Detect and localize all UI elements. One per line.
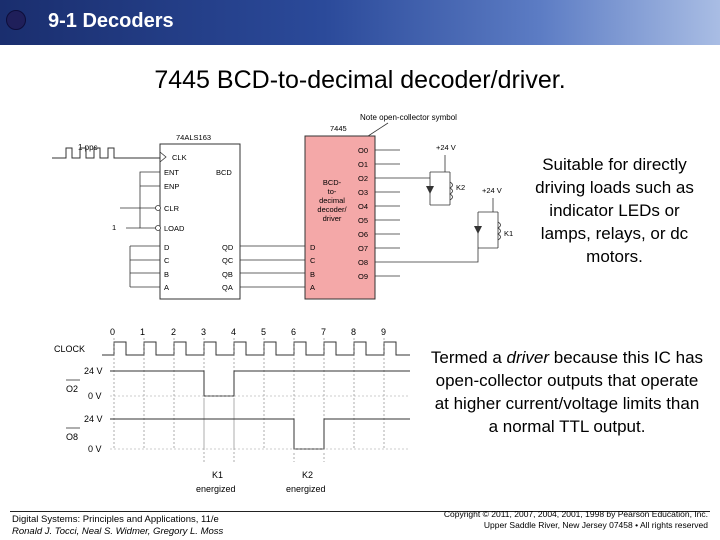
decoder-text-line: driver (323, 214, 342, 223)
counter-pin-qd: QD (222, 243, 234, 252)
counter-pin-qb: QB (222, 270, 233, 279)
note-driver-rest: because this IC has open-collector outpu… (434, 348, 704, 436)
decoder-output-label: O8 (358, 258, 368, 267)
o2-low-label: 0 V (88, 391, 102, 401)
timing-diagram: CLOCK 0 1 2 3 4 5 6 7 8 9 O2 24 V 0 V O8 (54, 327, 410, 494)
decoder-output-label: O9 (358, 272, 368, 281)
decoder-output-label: O3 (358, 188, 368, 197)
counter-pin-qa: QA (222, 283, 233, 292)
slide-title: 7445 BCD-to-decimal decoder/driver. (154, 66, 566, 94)
counter-pin-ent: ENT (164, 168, 179, 177)
decoder-output-label: O7 (358, 244, 368, 253)
footer-copyright-line2: Upper Saddle River, New Jersey 07458 • A… (483, 520, 708, 530)
decoder-text-line: decimal (319, 196, 345, 205)
o2-label: O2 (66, 384, 78, 394)
k2-energized-sub: energized (286, 484, 326, 494)
tick-label: 1 (140, 327, 145, 337)
counter-pin-clk: CLK (172, 153, 187, 162)
counter-pin-clr: CLR (164, 204, 180, 213)
k2-energized-label: K2 (302, 470, 313, 480)
counter-pin-d: D (164, 243, 170, 252)
o8-waveform (110, 418, 410, 450)
footer-authors: Ronald J. Tocci, Neal S. Widmer, Gregory… (12, 526, 224, 537)
tick-label: 4 (231, 327, 236, 337)
decoder-name: 7445 (330, 124, 347, 133)
decoder-output-label: O2 (358, 174, 368, 183)
relay-k2-label: K2 (456, 183, 465, 192)
header-title: 9-1 Decoders (48, 10, 174, 32)
clock-waveform (102, 341, 410, 356)
relay-k1-label: K1 (504, 229, 513, 238)
o8-label: O8 (66, 432, 78, 442)
o8-high-label: 24 V (84, 414, 103, 424)
decoder-output-label: O1 (358, 160, 368, 169)
tick-label: 0 (110, 327, 115, 337)
note-loads: Suitable for directly driving loads such… (535, 155, 694, 266)
k1-energized-label: K1 (212, 470, 223, 480)
bullet-icon (6, 10, 26, 30)
counter-name: 74ALS163 (176, 133, 211, 142)
tick-label: 5 (261, 327, 266, 337)
header-bar: 9-1 Decoders (0, 0, 720, 45)
o2-waveform (110, 370, 410, 397)
tick-label: 2 (171, 327, 176, 337)
tick-label: 9 (381, 327, 386, 337)
note-symbol-label: Note open-collector symbol (360, 113, 457, 122)
counter-pin-b: B (164, 270, 169, 279)
counter-chip (159, 143, 241, 300)
supply-label-2: +24 V (482, 186, 502, 195)
decoder-output-label: O6 (358, 230, 368, 239)
tick-label: 3 (201, 327, 206, 337)
counter-pin-load: LOAD (164, 224, 185, 233)
tick-label: 8 (351, 327, 356, 337)
supply-label-1: +24 V (436, 143, 456, 152)
footer-copyright: Copyright © 2011, 2007, 2004, 2001, 1998… (444, 509, 708, 531)
pulse-label: 1 pps (78, 143, 98, 152)
note-driver: Termed a driver because this IC has open… (428, 346, 706, 438)
footer-book-info: Digital Systems: Principles and Applicat… (12, 514, 223, 538)
logic-one-label: 1 (112, 223, 116, 232)
counter-pin-a: A (164, 283, 169, 292)
decoder-text-line: decoder/ (317, 205, 347, 214)
decoder-chip (304, 135, 376, 300)
counter-pin-c: C (164, 256, 170, 265)
counter-bcd-label: BCD (216, 168, 232, 177)
footer-copyright-line1: Copyright © 2011, 2007, 2004, 2001, 1998… (443, 509, 708, 519)
o2-high-label: 24 V (84, 366, 103, 376)
decoder-text-line: to- (328, 187, 337, 196)
o8-low-label: 0 V (88, 444, 102, 454)
decoder-pin-a: A (310, 283, 315, 292)
decoder-pin-d: D (310, 243, 316, 252)
decoder-pin-b: B (310, 270, 315, 279)
footer-divider (10, 511, 710, 512)
clock-label: CLOCK (54, 344, 85, 354)
decoder-output-label: O4 (358, 202, 368, 211)
decoder-output-label: O5 (358, 216, 368, 225)
decoder-text-line: BCD- (323, 178, 342, 187)
decoder-output-label: O0 (358, 146, 368, 155)
tick-label: 7 (321, 327, 326, 337)
k1-energized-sub: energized (196, 484, 236, 494)
counter-pin-enp: ENP (164, 182, 179, 191)
tick-label: 6 (291, 327, 296, 337)
decoder-pin-c: C (310, 256, 316, 265)
counter-pin-qc: QC (222, 256, 234, 265)
note-driver-emphasis: driver (506, 348, 550, 367)
note-driver-start: Termed a (430, 348, 507, 367)
footer-book-title: Digital Systems: Principles and Applicat… (12, 514, 219, 525)
circuit-diagram: Note open-collector symbol 1 pps 74ALS16… (52, 113, 513, 300)
